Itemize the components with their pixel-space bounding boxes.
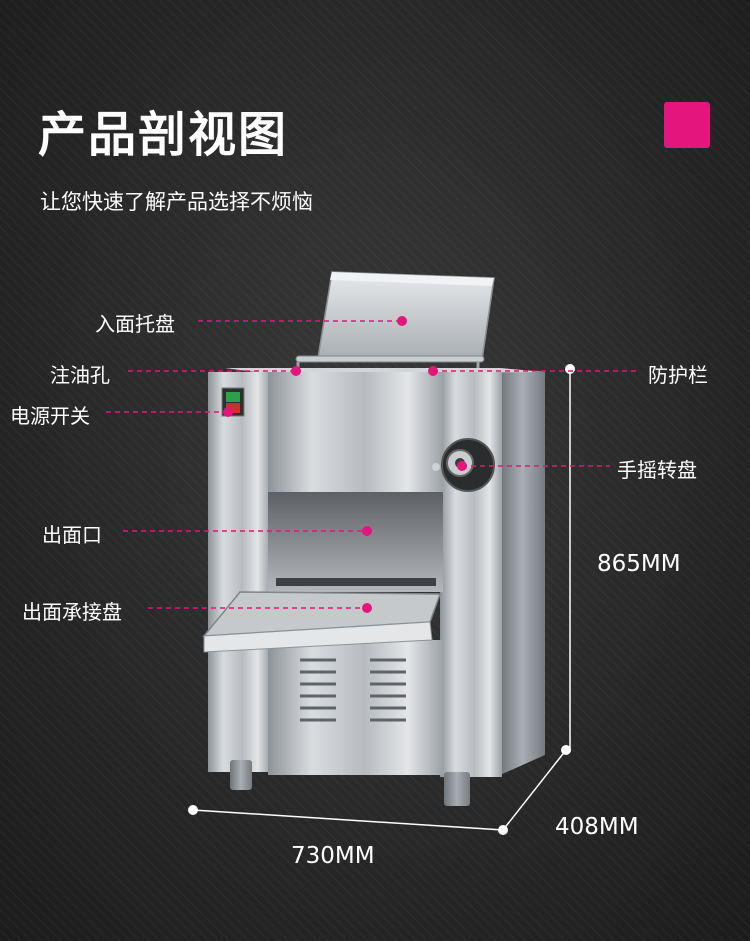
callout-leaders	[106, 320, 640, 609]
receiving-tray-part	[202, 591, 442, 653]
callout-feed-tray-label: 入面托盘	[95, 312, 175, 336]
accent-square	[664, 102, 710, 148]
callout-oil-hole-label: 注油孔	[50, 363, 110, 387]
callout-dots	[223, 316, 467, 613]
callout-hand-wheel-label: 手摇转盘	[617, 458, 697, 482]
callout-guard-rail-label: 防护栏	[648, 363, 708, 387]
dimension-width-label: 730MM	[291, 843, 375, 869]
dimension-depth-label: 408MM	[555, 814, 639, 840]
callout-power-switch-label: 电源开关	[10, 404, 90, 428]
page-title: 产品剖视图	[38, 107, 289, 163]
page-subtitle: 让您快速了解产品选择不烦恼	[40, 190, 313, 214]
dimension-lines	[188, 364, 575, 835]
callout-receiving-tray-label: 出面承接盘	[22, 600, 122, 624]
machine-body	[208, 368, 545, 806]
callout-outlet-label: 出面口	[42, 523, 102, 547]
feed-tray-part	[317, 271, 495, 361]
dimension-height-label: 865MM	[597, 551, 681, 577]
